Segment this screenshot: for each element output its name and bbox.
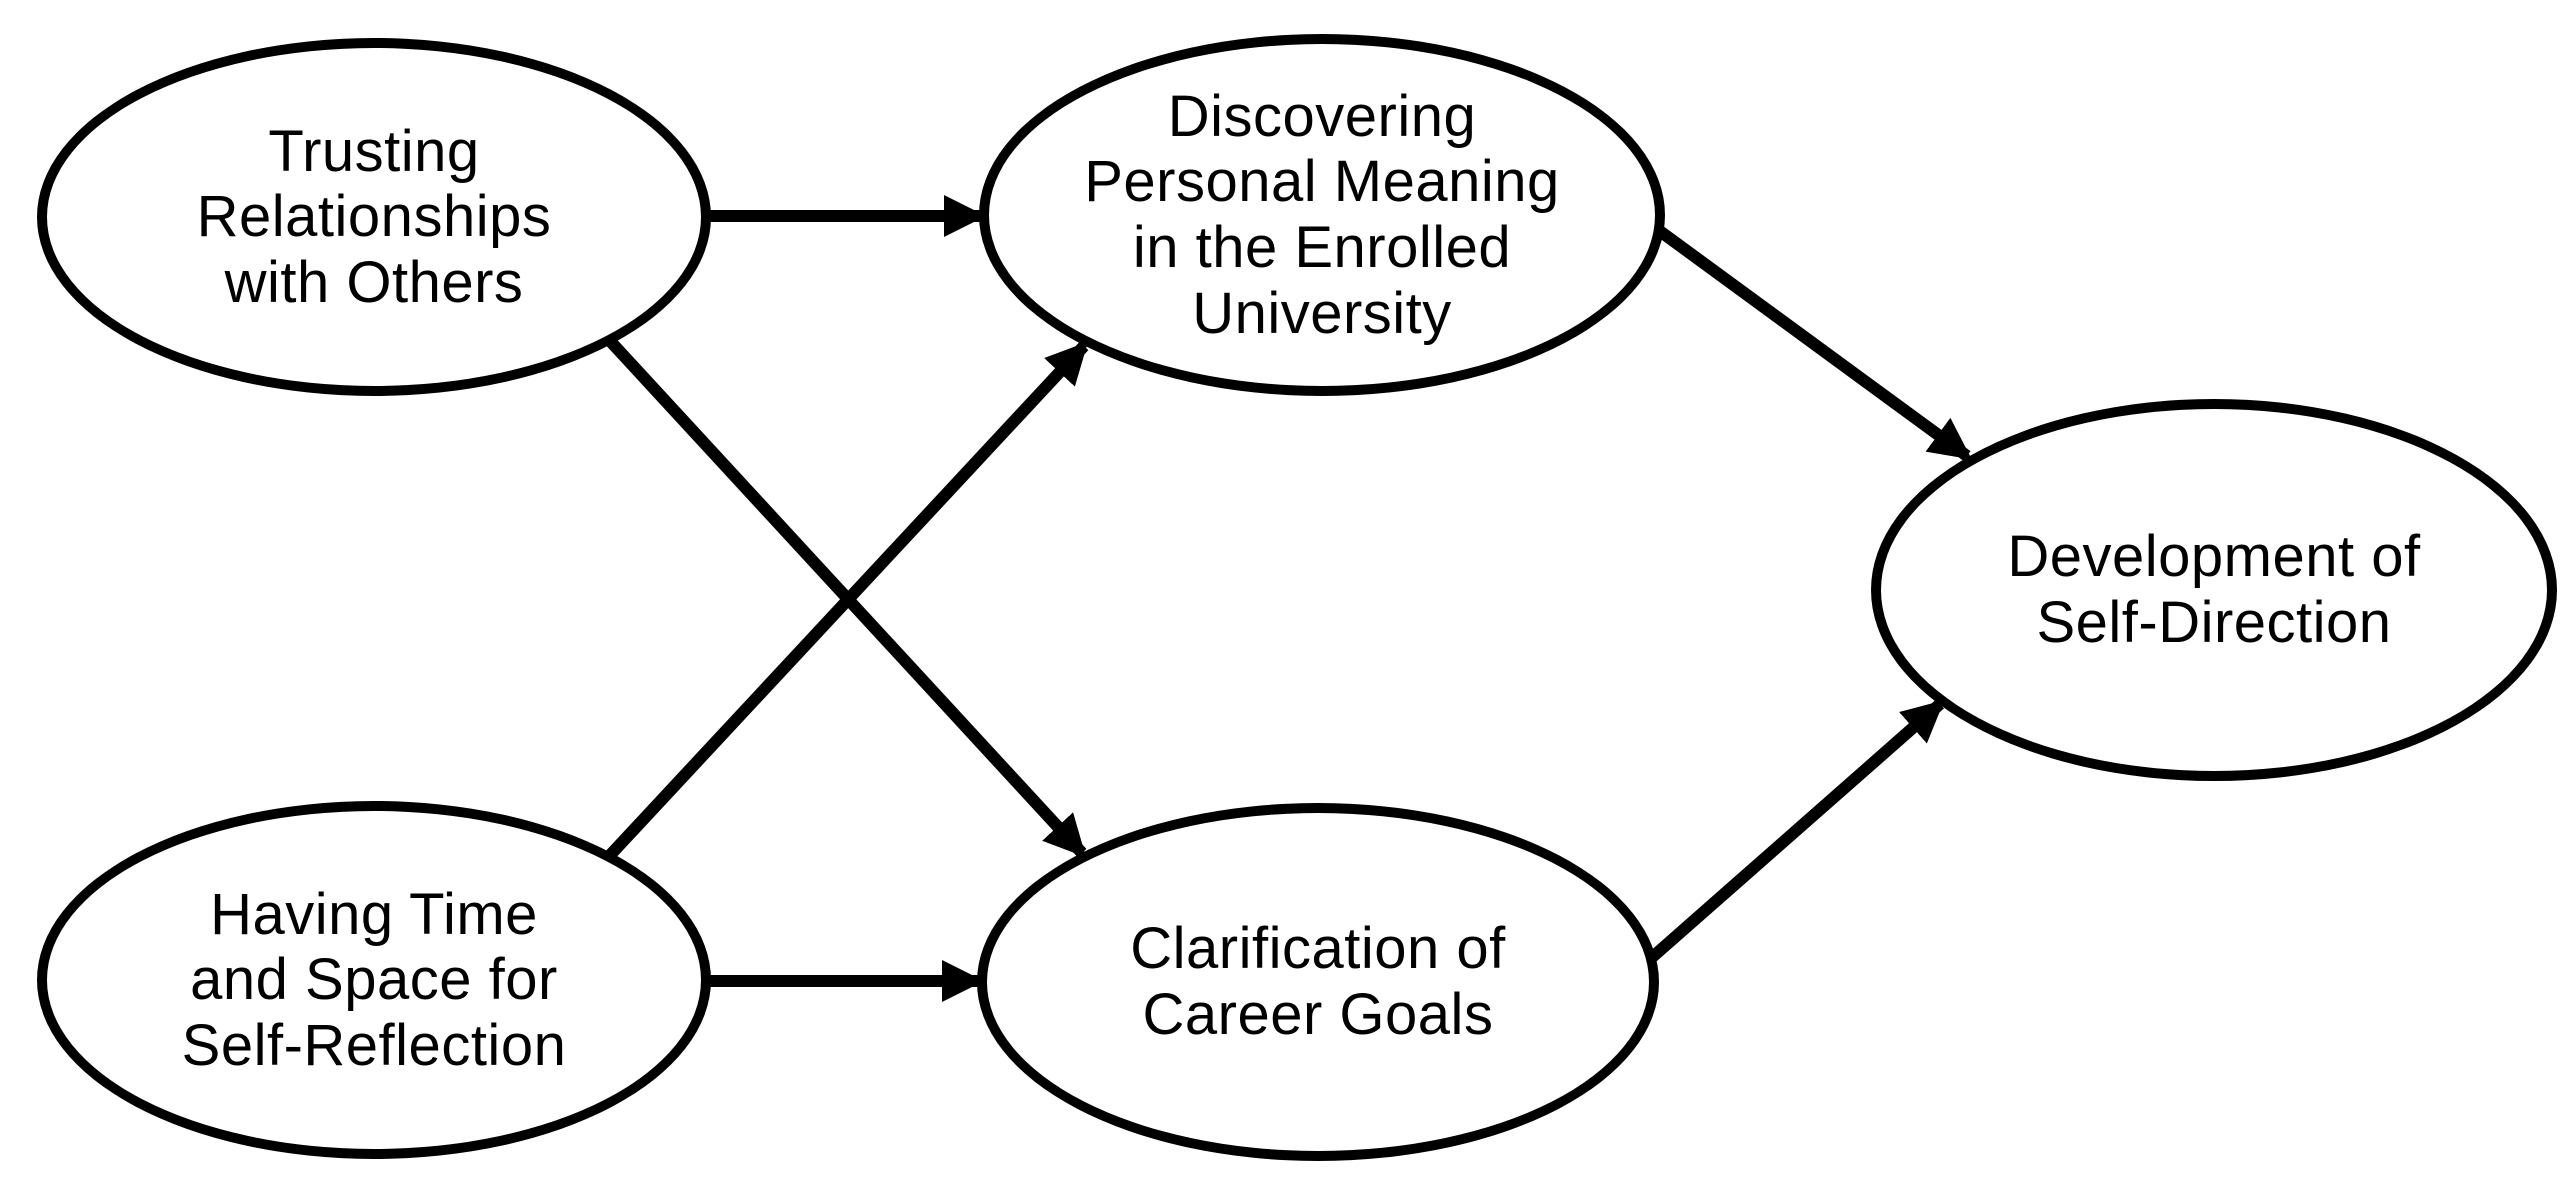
node-label-line: with Others <box>224 249 524 315</box>
node-label-line: Clarification of <box>1130 916 1506 982</box>
node-label-line: Relationships <box>196 184 552 250</box>
node-label-line: Personal Meaning <box>1084 149 1560 215</box>
node-label-line: Having Time <box>210 881 538 947</box>
edge-discovering-to-development <box>1638 213 1972 461</box>
node-label-line: Self-Reflection <box>181 1012 567 1078</box>
node-label-line: Development of <box>2007 524 2421 590</box>
node-label-line: Career Goals <box>1142 982 1494 1047</box>
node-label-line: University <box>1192 280 1452 346</box>
node-clarification-goals: Clarification of Career Goals <box>977 803 1659 1161</box>
node-development-self-direction: Development of Self-Direction <box>1871 399 2557 781</box>
edge-trusting-to-clarification <box>595 325 1087 858</box>
node-label-line: Discovering <box>1167 83 1477 149</box>
node-label-line: Self-Direction <box>2036 590 2392 655</box>
node-label-line: and Space for <box>190 947 558 1013</box>
edge-having-to-discovering <box>595 341 1089 871</box>
node-discovering-meaning: Discovering Personal Meaning in the Enro… <box>979 34 1665 396</box>
node-label-line: in the Enrolled <box>1132 215 1512 280</box>
node-label-line: Trusting <box>268 118 480 184</box>
edge-clarification-to-development <box>1636 699 1945 973</box>
node-having-time: Having Time and Space for Self-Reflectio… <box>37 801 711 1159</box>
node-trusting-relationships: Trusting Relationships with Others <box>37 38 711 396</box>
